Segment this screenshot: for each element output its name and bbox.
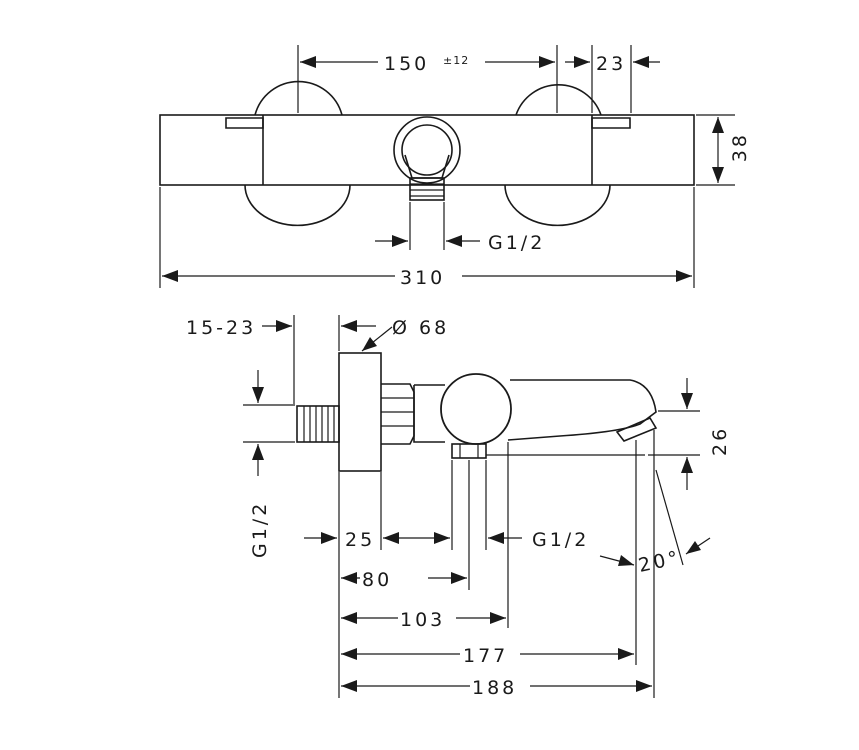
side-view: 15-23 Ø 68 G1/2 26 — [186, 315, 731, 699]
dim-188: 188 — [472, 677, 517, 699]
dim-angle-20: 20° — [636, 546, 682, 576]
dim-26: 26 — [709, 426, 731, 456]
bath-spout — [507, 379, 657, 441]
dim-38: 38 — [729, 132, 751, 162]
thermostat-body — [159, 114, 695, 186]
dim-150: 150 — [384, 53, 429, 75]
thermostat-handle — [440, 373, 512, 445]
dim-15-23: 15-23 — [186, 317, 256, 339]
spout-aerator — [615, 416, 658, 442]
top-view: 150 ±12 23 38 G1/2 310 — [159, 45, 751, 289]
left-wall-disc-bottom — [244, 184, 351, 227]
bottom-outlet — [451, 443, 487, 459]
dim-80: 80 — [362, 569, 392, 591]
right-wall-disc-top — [515, 83, 602, 116]
dim-310: 310 — [400, 267, 445, 289]
dim-25: 25 — [345, 529, 375, 551]
dim-g12-side: G1/2 — [249, 501, 271, 558]
body-housing — [413, 384, 445, 443]
coupling-nut — [381, 383, 415, 445]
left-handle-tab — [225, 117, 264, 129]
dim-g12-top: G1/2 — [488, 232, 545, 254]
outlet-ring — [393, 116, 461, 201]
dim-tolerance: ±12 — [443, 54, 469, 67]
dim-g12-bottom: G1/2 — [532, 529, 589, 551]
dim-103: 103 — [400, 609, 445, 631]
threaded-connector — [296, 405, 340, 443]
dim-diameter-68: Ø 68 — [392, 317, 449, 339]
right-wall-disc-bottom — [504, 184, 611, 227]
dim-23: 23 — [596, 53, 626, 75]
right-handle-tab — [591, 117, 631, 129]
wall-rosette — [338, 352, 382, 472]
dim-177: 177 — [463, 645, 508, 667]
